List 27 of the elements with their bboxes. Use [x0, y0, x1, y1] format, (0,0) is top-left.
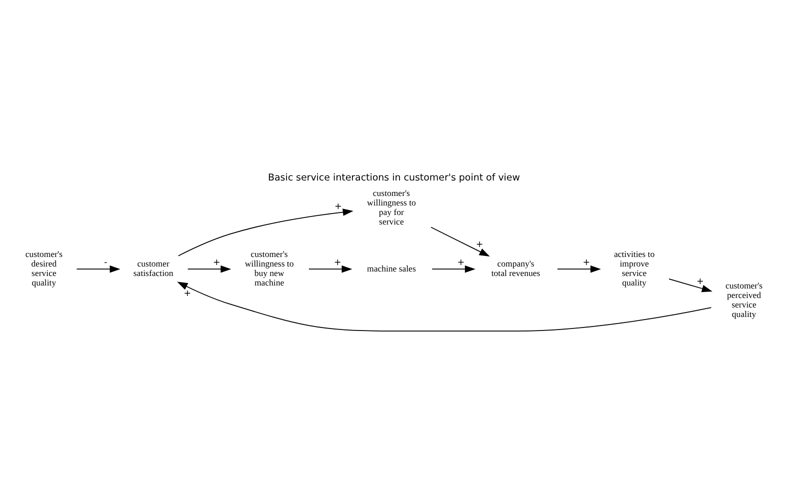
node-text: customer's willingness to buy new machine — [244, 249, 294, 288]
arrow — [177, 282, 712, 332]
node-text: customer's perceived service quality — [726, 280, 763, 319]
node-text: activities to improve service quality — [614, 249, 655, 288]
arrow — [187, 265, 232, 273]
node-text: customer's willingness to pay for service — [367, 188, 416, 226]
node-text: company's total revenues — [491, 258, 540, 278]
arrow — [76, 265, 120, 273]
arrow — [430, 226, 490, 257]
edge-label: + — [582, 258, 590, 268]
node-text: customer satisfaction — [133, 258, 174, 278]
arrow — [557, 265, 601, 273]
node-text: machine sales — [367, 263, 416, 274]
edge-label: + — [696, 276, 704, 287]
diagram-title: Basic service interactions in customer's point of view — [268, 172, 520, 184]
edge-label: - — [104, 258, 108, 268]
edge-label: + — [212, 258, 220, 268]
arrow — [178, 208, 354, 256]
edge-label: + — [476, 240, 484, 250]
edge-label: + — [334, 258, 342, 268]
arrow — [432, 265, 476, 273]
arrow — [308, 265, 352, 273]
edge-label: + — [334, 202, 342, 212]
edge-label: + — [457, 258, 465, 268]
node-text: customer's desired service quality — [25, 249, 62, 288]
arrow — [668, 278, 712, 292]
edge-label: + — [184, 288, 192, 299]
